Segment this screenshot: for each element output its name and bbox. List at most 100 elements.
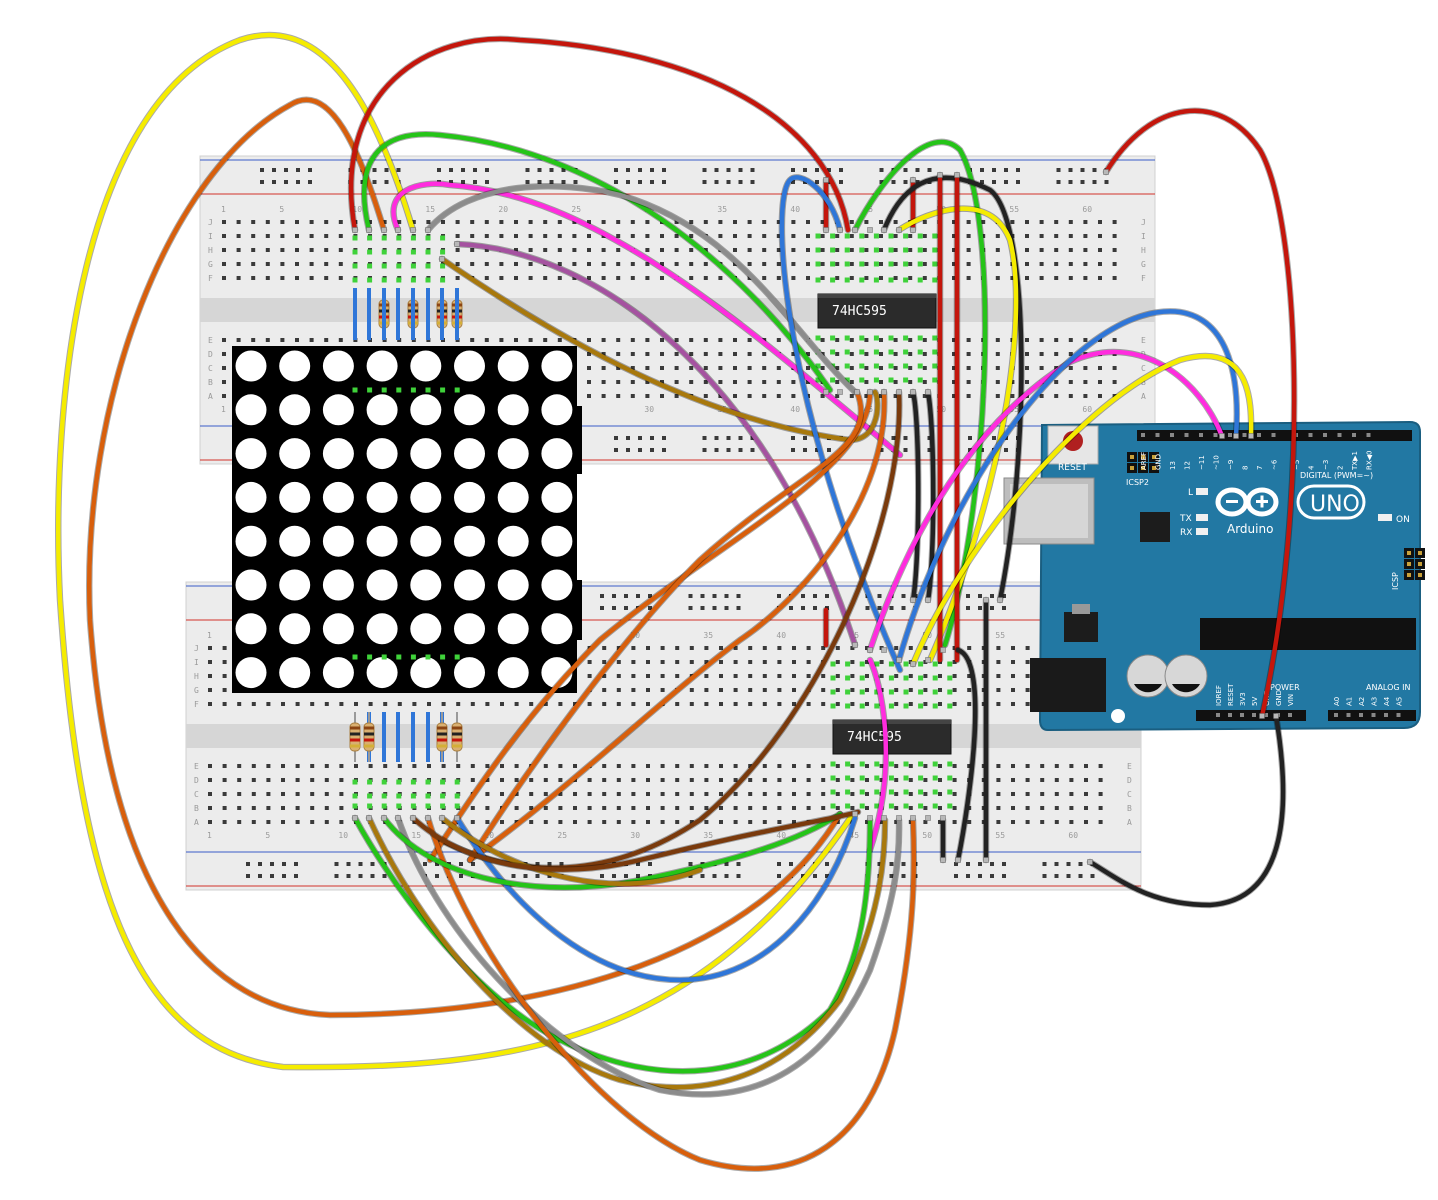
column-number: 45	[849, 831, 859, 840]
column-number: 60	[1068, 831, 1078, 840]
column-number: 35	[717, 205, 727, 214]
column-number: 55	[995, 631, 1005, 640]
wire-pin	[425, 227, 431, 233]
wire-pin	[395, 227, 401, 233]
digital-pin-label: 2	[1337, 466, 1345, 470]
wire-pin	[896, 657, 902, 663]
column-number: 20	[498, 205, 508, 214]
matrix-led	[541, 481, 573, 513]
matrix-led	[410, 438, 442, 470]
row-letter: A	[1127, 818, 1132, 827]
matrix-led	[454, 481, 485, 513]
wire-pin	[983, 597, 989, 603]
matrix-led	[235, 438, 267, 470]
wire-pin	[925, 389, 931, 395]
analog-pin-label: A1	[1346, 697, 1354, 706]
wire-pin	[940, 647, 946, 653]
analog-pin-label: A2	[1358, 697, 1366, 706]
wire-pin	[910, 661, 916, 667]
wire-blue	[779, 175, 903, 673]
matrix-led	[410, 657, 442, 689]
row-letter: C	[1141, 364, 1146, 373]
matrix-led	[279, 613, 311, 645]
row-letter: C	[194, 790, 199, 799]
analog-pin-label: A5	[1396, 697, 1404, 706]
wire-pin	[881, 227, 887, 233]
column-number: 50	[922, 831, 932, 840]
wire-pin	[983, 857, 989, 863]
digital-label: DIGITAL (PWM=~)	[1300, 471, 1373, 480]
column-number: 25	[557, 831, 567, 840]
reset-label: RESET	[1058, 463, 1087, 473]
column-number: 40	[790, 205, 800, 214]
wire-pin	[1233, 433, 1239, 439]
icsp2-label: ICSP2	[1126, 478, 1149, 487]
matrix-led	[454, 657, 485, 689]
column-number: 10	[352, 205, 362, 214]
analog-pin-label: A3	[1371, 697, 1379, 706]
column-number: 40	[776, 631, 786, 640]
voltage-regulator	[1064, 612, 1098, 642]
wire-pin	[997, 597, 1003, 603]
matrix-body	[232, 346, 577, 693]
row-letter: J	[194, 644, 199, 653]
matrix-led	[497, 657, 529, 689]
matrix-led	[410, 394, 442, 426]
wire-brown	[410, 809, 861, 872]
row-letter: A	[194, 818, 199, 827]
matrix-led	[279, 525, 311, 557]
wire-pin	[439, 256, 445, 262]
matrix-led	[235, 569, 267, 601]
matrix-led	[541, 525, 573, 557]
matrix-led	[410, 481, 442, 513]
matrix-led	[541, 613, 573, 645]
row-letter: A	[1141, 392, 1146, 401]
wire-pin	[867, 389, 873, 395]
matrix-led	[279, 438, 311, 470]
wire-orange	[427, 389, 873, 863]
wire-orange	[467, 389, 887, 863]
wire-pin	[852, 811, 858, 817]
wire-pin	[910, 177, 916, 183]
wire-orange	[467, 389, 864, 863]
column-number: 25	[571, 205, 581, 214]
matrix-led	[322, 657, 354, 689]
wire-pin	[954, 172, 960, 178]
matrix-led	[235, 350, 267, 382]
wire-pin	[823, 227, 829, 233]
digital-pin-label: ~9	[1227, 460, 1235, 470]
digital-pin-label: ~3	[1322, 460, 1330, 470]
wire-pin	[454, 241, 460, 247]
resistor	[349, 712, 361, 762]
wire-gray	[395, 815, 902, 1097]
digital-pin-label: ~11	[1198, 455, 1206, 470]
status-led-label: TX	[1179, 514, 1192, 524]
resistor-group	[349, 288, 463, 762]
row-letter: J	[208, 218, 213, 227]
wire-black	[1087, 713, 1286, 908]
digital-pin-label: ~5	[1293, 460, 1301, 470]
wire-pin	[1259, 713, 1265, 719]
power-label: POWER	[1270, 683, 1300, 692]
matrix-led	[497, 350, 529, 382]
wire-pin	[837, 389, 843, 395]
wire-pin	[381, 815, 387, 821]
matrix-led	[366, 481, 398, 513]
wire-pin	[1273, 713, 1279, 719]
row-letter: H	[1141, 246, 1146, 255]
wire-pin	[837, 227, 843, 233]
matrix-led	[279, 394, 311, 426]
wire-pin	[352, 815, 358, 821]
wire-black	[955, 647, 978, 863]
column-number: 5	[265, 831, 270, 840]
row-letter: D	[208, 350, 213, 359]
column-number: 60	[1082, 205, 1092, 214]
wire-pin	[852, 642, 858, 648]
row-letter: B	[194, 804, 199, 813]
matrix-led	[497, 569, 529, 601]
wire-black	[881, 175, 1024, 603]
wire-pin	[410, 815, 416, 821]
wire-pink	[867, 349, 1225, 653]
digital-pin-label: 12	[1184, 461, 1192, 470]
